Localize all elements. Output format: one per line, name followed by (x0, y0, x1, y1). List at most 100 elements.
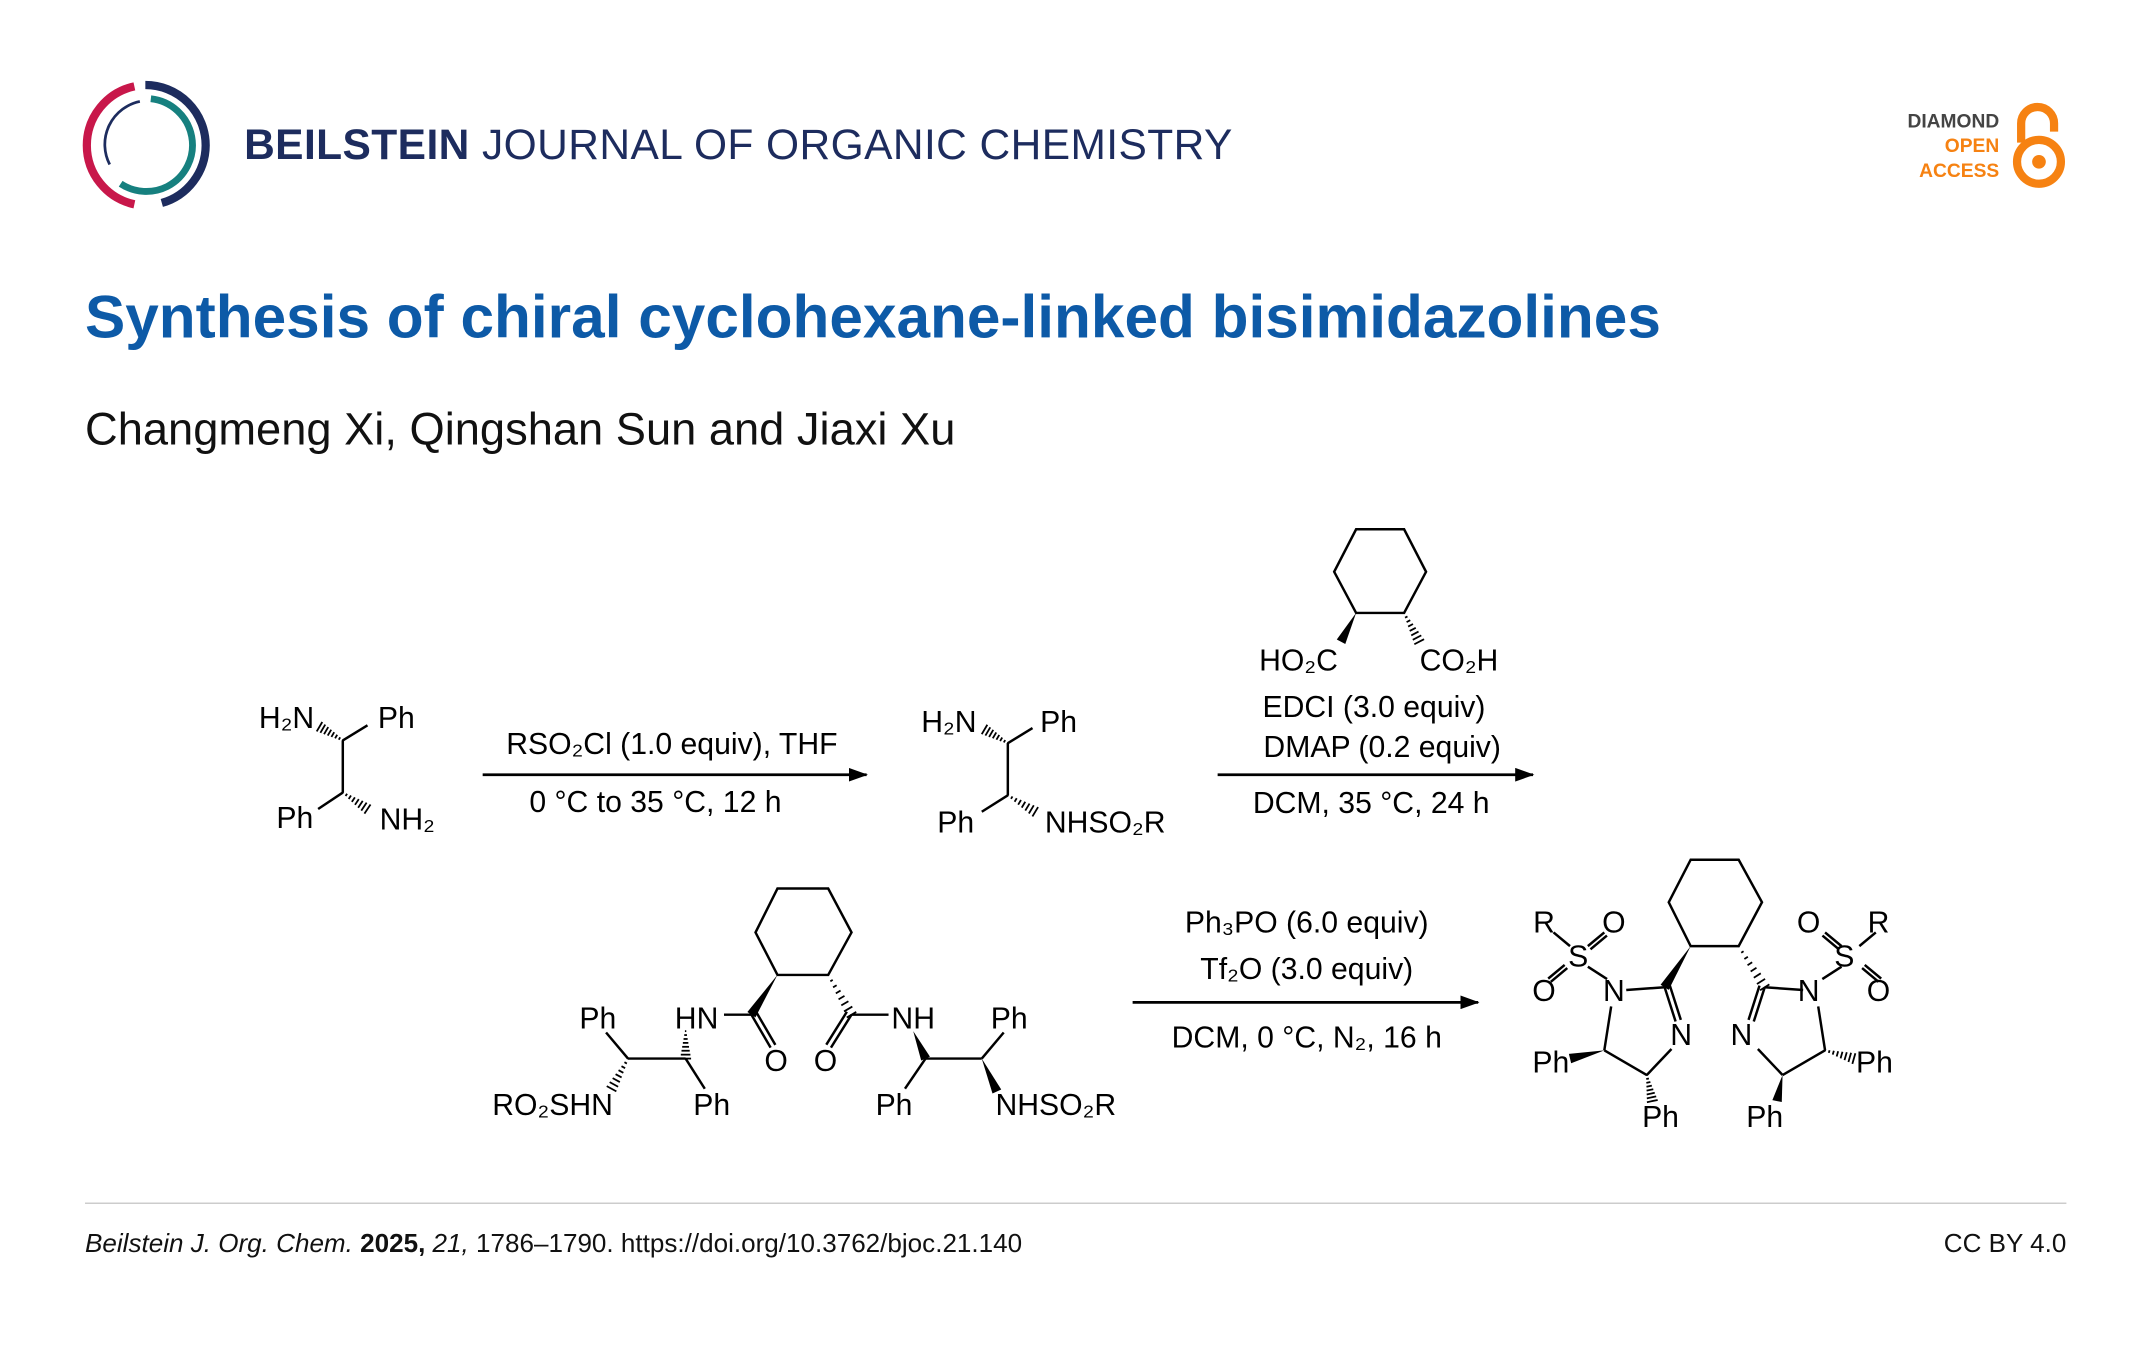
hashed-bond (980, 724, 989, 735)
badge-line-diamond: DIAMOND (1907, 109, 2000, 132)
atom-label: Ph (1040, 704, 1078, 740)
hashed-bond (326, 729, 332, 737)
atom-label: NH₂ (379, 802, 435, 837)
diacid-right-label: CO₂H (1419, 643, 1499, 678)
atom-label: HN (674, 1000, 719, 1036)
hashed-bond (347, 795, 352, 800)
bond (1587, 931, 1606, 948)
atom-label: R (1533, 904, 1555, 940)
atom-label: O (1602, 904, 1626, 940)
step1-reagent: RSO₂Cl (1.0 equiv), THF (506, 726, 838, 762)
atom-label: Ph (1746, 1099, 1784, 1134)
citation-journal: Beilstein J. Org. Chem. (85, 1229, 353, 1259)
bond (980, 1031, 1005, 1060)
journal-name-rest: JOURNAL OF ORGANIC CHEMISTRY (482, 120, 1233, 169)
atom-label: R (1867, 904, 1890, 940)
bond (342, 724, 369, 742)
hashed-bond (615, 1073, 623, 1079)
bond (1821, 934, 1840, 951)
bond (684, 1057, 706, 1090)
bond (1861, 967, 1880, 983)
citation-doi-link[interactable]: 1786–1790. https://doi.org/10.3762/bjoc.… (476, 1229, 1023, 1259)
diamond-open-access-badge: DIAMOND OPEN ACCESS (1907, 108, 1999, 182)
citation-year: 2025, (360, 1229, 426, 1259)
atom-label: O (1532, 973, 1556, 1008)
atom-label: Ph (1855, 1044, 1893, 1080)
hashed-bond (1403, 611, 1406, 615)
article-title: Synthesis of chiral cyclohexane-linked b… (85, 283, 1661, 352)
hashed-bond (315, 721, 324, 732)
atom-label: Ph (693, 1087, 731, 1122)
step1-conditions: 0 °C to 35 °C, 12 h (529, 784, 782, 819)
hashed-bond (1031, 806, 1039, 817)
hashed-bond (330, 731, 335, 738)
hashed-bond (351, 796, 356, 803)
hashed-bond (1756, 978, 1766, 985)
hashed-bond (341, 791, 344, 794)
hashed-bond (1413, 638, 1425, 646)
hashed-bond (363, 803, 372, 815)
hashed-bond (618, 1069, 624, 1074)
wedge-bond (981, 1058, 1002, 1094)
atom-label: Ph (579, 1000, 617, 1036)
hashed-bond (827, 973, 830, 977)
hashed-bond (1024, 803, 1031, 812)
hashed-bond (1006, 794, 1009, 797)
hashed-bond (1404, 615, 1408, 619)
article-authors: Changmeng Xi, Qingshan Sun and Jiaxi Xu (85, 403, 956, 454)
badge-line-access: ACCESS (1919, 159, 2000, 181)
step2-conditions: DCM, 35 °C, 24 h (1252, 785, 1490, 820)
atom-label: NH (891, 1000, 936, 1036)
bond (1824, 931, 1843, 948)
bond (1007, 727, 1034, 745)
hashed-bond (1831, 1050, 1835, 1055)
hashed-bond (835, 989, 842, 995)
atom-label: H₂N (258, 700, 315, 735)
hashed-bond (621, 1065, 626, 1069)
atom-label: S (1568, 939, 1589, 974)
atom-label: N (1797, 973, 1820, 1008)
hashed-bond (1410, 630, 1419, 637)
wedge-bond (1660, 946, 1691, 990)
bond (1756, 1048, 1784, 1076)
citation-volume: 21, (432, 1229, 469, 1259)
hashed-bond (1028, 804, 1035, 814)
hashed-bond (1407, 623, 1414, 628)
hashed-bond (357, 800, 364, 809)
hashed-bond (1646, 1088, 1654, 1092)
hashed-bond (1010, 796, 1014, 800)
bond (1547, 963, 1566, 980)
atom-label: Ph (990, 1000, 1028, 1036)
wedge-bond (1336, 612, 1357, 644)
bond (1589, 934, 1608, 951)
hashed-bond (1412, 634, 1422, 641)
bond (750, 1014, 772, 1049)
hashed-bond (988, 729, 995, 738)
hashed-bond (1646, 1077, 1650, 1080)
hashed-bond (1646, 1095, 1657, 1100)
bond (981, 794, 1009, 813)
step2-reagent-2: DMAP (0.2 equiv) (1263, 729, 1501, 764)
atom-label: Ph (1642, 1099, 1679, 1134)
hashed-bond (1013, 797, 1018, 803)
hashed-bond (606, 1085, 617, 1093)
hashed-bond (999, 737, 1003, 742)
badge-line-open: OPEN (1944, 134, 2000, 157)
hashed-bond (840, 1000, 849, 1007)
ring-bond (1667, 858, 1764, 948)
ring-bond (1332, 528, 1428, 615)
wedge-bond (747, 974, 778, 1018)
step3-reagent-2: Tf₂O (3.0 equiv) (1200, 951, 1414, 986)
atom-label: N (1603, 973, 1625, 1008)
hashed-bond (626, 1057, 630, 1060)
hashed-bond (624, 1061, 628, 1065)
bond (1764, 986, 1804, 992)
hashed-bond (338, 736, 341, 741)
journal-name: BEILSTEIN JOURNAL OF ORGANIC CHEMISTRY (244, 121, 1233, 170)
hashed-bond (1646, 1091, 1655, 1096)
hashed-bond (1839, 1051, 1844, 1059)
hashed-bond (1835, 1050, 1840, 1057)
hashed-bond (1737, 945, 1740, 948)
atom-label: Ph (377, 700, 415, 735)
